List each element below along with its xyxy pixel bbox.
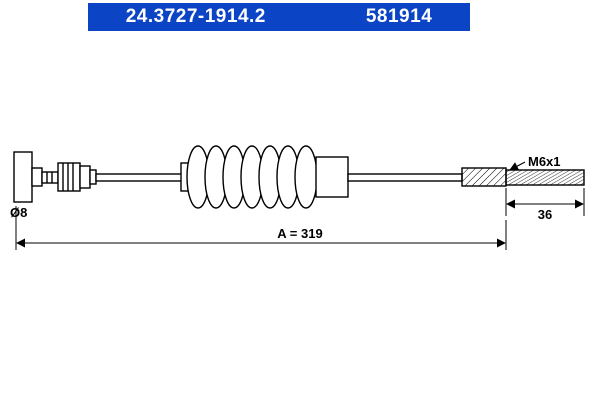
reference-number: 581914: [365, 6, 433, 27]
total-length-label: A = 319: [277, 226, 322, 241]
thread-label: M6x1: [528, 154, 561, 169]
diameter-label: Ø8: [10, 205, 27, 220]
adjuster-fitting: [41, 162, 97, 192]
thread-leader-arrow: [509, 161, 526, 171]
cable-right: [347, 173, 463, 182]
part-number: 24.3727-1914.2: [125, 6, 266, 27]
header-bar: 24.3727-1914.2 581914: [88, 3, 470, 31]
dimension-total-length: A = 319: [15, 206, 507, 250]
crimp-sleeve: [461, 167, 507, 187]
cable-left: [95, 173, 185, 182]
dimension-rod-length: 36: [505, 188, 585, 222]
thread-label-group: M6x1: [509, 154, 561, 171]
rod-length-label: 36: [538, 207, 552, 222]
bellows-boot: [180, 145, 349, 209]
threaded-rod: [505, 169, 585, 186]
left-drum-end: [13, 151, 43, 203]
bellows-sleeve: [315, 156, 349, 198]
